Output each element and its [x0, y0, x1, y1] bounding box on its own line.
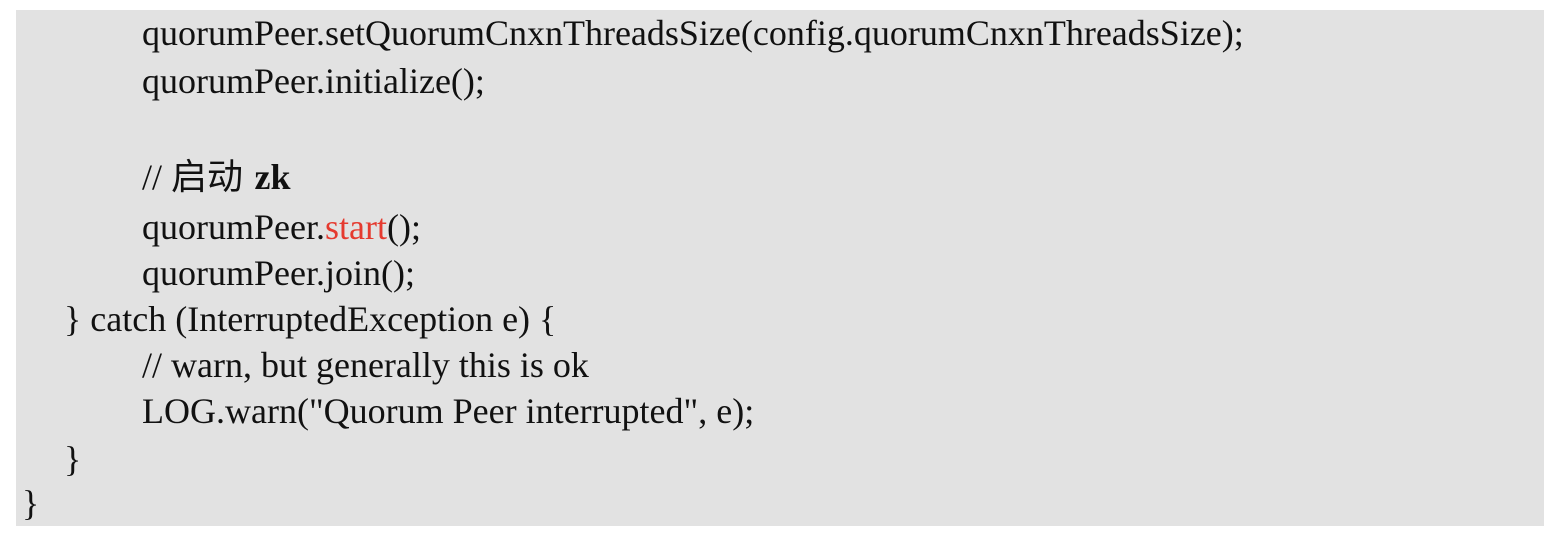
code-line-start: quorumPeer.start(); [142, 204, 421, 250]
code-line-join: quorumPeer.join(); [142, 253, 415, 293]
comment-bold-zk: zk [254, 157, 291, 197]
code-line-log-warn: LOG.warn("Quorum Peer interrupted", e); [142, 391, 755, 431]
code-block: quorumPeer.setQuorumCnxnThreadsSize(conf… [16, 10, 1544, 526]
comment-cjk-text: 启动 [171, 157, 255, 198]
code-line-close-inner: } [64, 439, 82, 479]
start-prefix: quorumPeer. [142, 207, 325, 247]
code-comment-warn: // warn, but generally this is ok [142, 345, 589, 385]
code-line-catch: } catch (InterruptedException e) { [64, 299, 557, 339]
start-suffix: (); [386, 207, 421, 247]
code-line-close-outer: } [22, 483, 40, 523]
comment-prefix: // [142, 157, 172, 197]
start-method-highlight: start [324, 207, 387, 247]
code-comment-start-zk: // 启动 zk [142, 154, 290, 201]
code-line-initialize: quorumPeer.initialize(); [142, 61, 485, 101]
code-line-set-quorum-cnxn-threads-size: quorumPeer.setQuorumCnxnThreadsSize(conf… [142, 13, 1244, 53]
